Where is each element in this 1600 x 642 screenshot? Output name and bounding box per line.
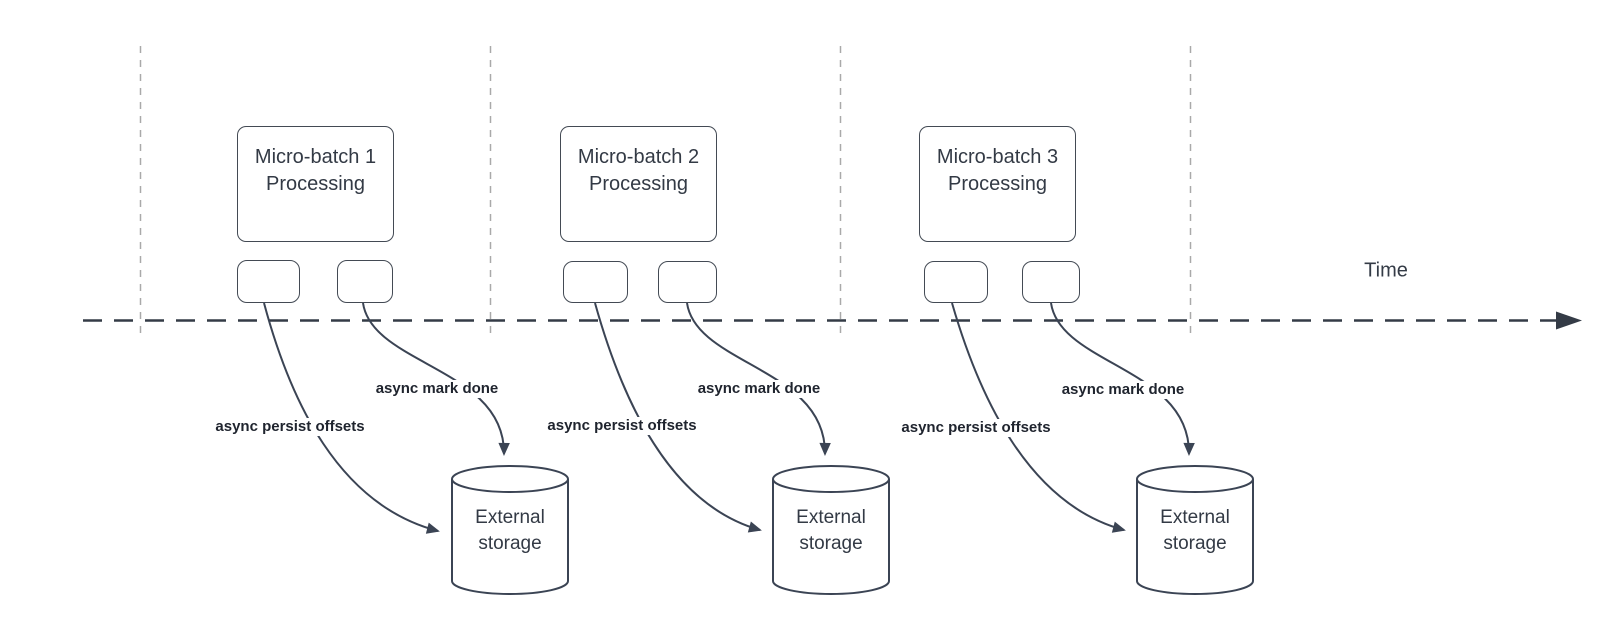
- micro-batch-3-processing-box: Micro-batch 3 Processing: [919, 126, 1076, 242]
- storage-cylinder: [1136, 465, 1254, 595]
- timeline-arrowhead-icon: [1556, 311, 1582, 330]
- mark-done-label: async mark done: [1058, 381, 1188, 399]
- mark-done-curve: [1050, 302, 1195, 456]
- storage-cylinder: [451, 465, 569, 595]
- mark-done-curve: [362, 302, 510, 456]
- mark-done-label: async mark done: [694, 380, 824, 398]
- persist-offsets-chip: [237, 260, 300, 303]
- external-storage-label: External storage: [475, 507, 545, 554]
- mark-done-chip: [1022, 261, 1080, 303]
- mark-done-label: async mark done: [372, 380, 502, 398]
- persist-offsets-chip: [924, 261, 988, 303]
- storage-cylinder: [772, 465, 890, 595]
- time-axis-label: Time: [1364, 259, 1408, 282]
- mark-done-curve: [686, 302, 831, 456]
- micro-batch-2-processing-box: Micro-batch 2 Processing: [560, 126, 717, 242]
- external-storage-label: External storage: [796, 507, 866, 554]
- persist-offsets-label: async persist offsets: [898, 419, 1054, 437]
- persist-offsets-chip: [563, 261, 628, 303]
- mark-done-chip: [337, 260, 393, 303]
- micro-batch-1-processing-box: Micro-batch 1 Processing: [237, 126, 394, 242]
- persist-offsets-curve: [594, 302, 762, 533]
- external-storage-label: External storage: [1160, 507, 1230, 554]
- persist-offsets-label: async persist offsets: [212, 418, 368, 436]
- persist-offsets-label: async persist offsets: [544, 417, 700, 435]
- mark-done-chip: [658, 261, 717, 303]
- persist-offsets-curve: [951, 302, 1126, 533]
- persist-offsets-curve: [263, 302, 440, 534]
